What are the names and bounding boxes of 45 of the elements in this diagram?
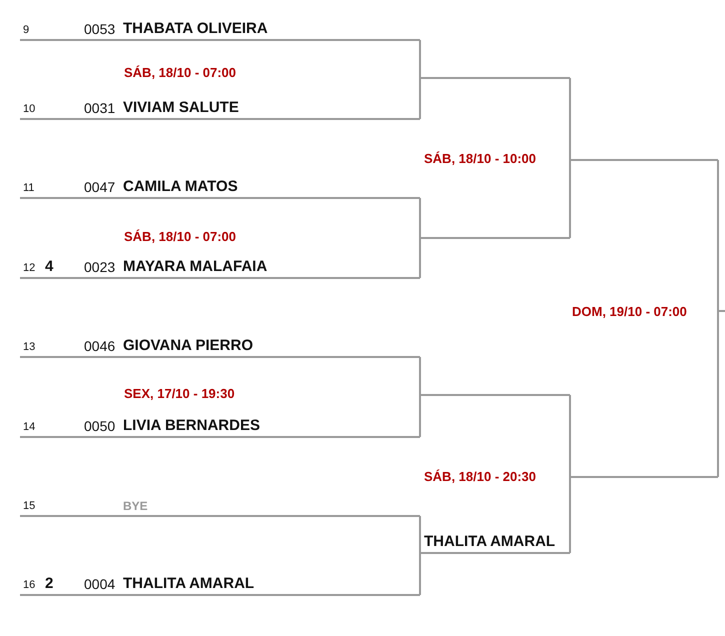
seed-number: 10 xyxy=(23,104,36,115)
player-code: 0050 xyxy=(84,419,116,433)
bracket-connector xyxy=(717,310,725,477)
player-code: 0004 xyxy=(84,577,116,591)
player-name: THALITA AMARAL xyxy=(123,576,254,591)
match-time: SÁB, 18/10 - 10:00 xyxy=(424,152,536,165)
bracket-connector xyxy=(419,237,421,278)
player-code: 0053 xyxy=(84,22,116,36)
seed-number: 15 xyxy=(23,501,36,512)
player-code: 0047 xyxy=(84,180,116,194)
match-time: DOM, 19/10 - 07:00 xyxy=(572,305,687,318)
bracket-connector xyxy=(419,394,421,437)
player-name: MAYARA MALAFAIA xyxy=(123,259,268,274)
player-code: 0031 xyxy=(84,101,116,115)
bracket-connector xyxy=(419,552,421,595)
bye-label: BYE xyxy=(123,500,148,512)
match-time: SEX, 17/10 - 19:30 xyxy=(124,387,235,400)
player-name: VIVIAM SALUTE xyxy=(123,100,239,115)
seed-number: 16 xyxy=(23,580,36,591)
bracket-connector xyxy=(419,516,421,554)
bracket-connector xyxy=(419,357,421,396)
seed-rank: 4 xyxy=(45,259,54,274)
bracket-connector xyxy=(569,78,571,161)
match-time: SÁB, 18/10 - 07:00 xyxy=(124,66,236,79)
seed-number: 12 xyxy=(23,263,36,274)
player-name: THALITA AMARAL xyxy=(424,534,556,549)
seed-number: 11 xyxy=(23,183,34,194)
bracket-connector xyxy=(419,77,421,119)
bracket-connector xyxy=(419,198,421,239)
bracket-connector xyxy=(569,476,571,553)
match-time: SÁB, 18/10 - 07:00 xyxy=(124,230,236,243)
player-code: 0046 xyxy=(84,339,116,353)
player-name: THABATA OLIVEIRA xyxy=(123,21,268,36)
player-name: CAMILA MATOS xyxy=(123,179,238,194)
bracket-connector xyxy=(569,395,571,478)
bracket-connector xyxy=(569,159,571,238)
player-name: LIVIA BERNARDES xyxy=(123,418,260,433)
player-code: 0023 xyxy=(84,260,116,274)
player-name: GIOVANA PIERRO xyxy=(123,338,254,353)
seed-number: 14 xyxy=(23,422,36,433)
match-time: SÁB, 18/10 - 20:30 xyxy=(424,470,536,483)
bracket-connector xyxy=(419,40,421,79)
seed-number: 9 xyxy=(23,25,30,36)
seed-number: 13 xyxy=(23,342,36,353)
seed-rank: 2 xyxy=(45,576,54,591)
